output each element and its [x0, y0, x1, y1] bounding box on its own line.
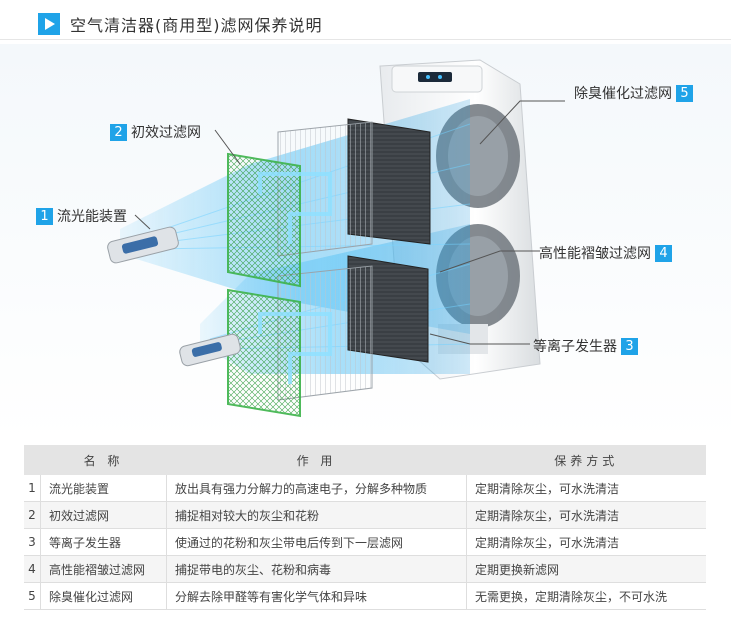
callout-number: 2: [110, 124, 127, 141]
row-function: 放出具有强力分解力的高速电子，分解多种物质: [167, 475, 467, 502]
callout-4: 高性能褶皱过滤网 4: [535, 243, 672, 263]
row-number: 5: [24, 583, 41, 610]
row-function: 捕捉相对较大的灰尘和花粉: [167, 502, 467, 529]
row-function: 使通过的花粉和灰尘带电后传到下一层滤网: [167, 529, 467, 556]
column-header: [24, 445, 41, 475]
callout-label: 除臭催化过滤网: [574, 83, 672, 103]
row-name: 高性能褶皱过滤网: [41, 556, 167, 583]
column-header-care: 保养方式: [467, 445, 707, 475]
callout-label: 等离子发生器: [533, 336, 617, 356]
callout-label: 流光能装置: [57, 206, 127, 226]
row-care: 定期清除灰尘，可水洗清洁: [467, 529, 707, 556]
callout-number: 1: [36, 208, 53, 225]
callout-label: 高性能褶皱过滤网: [539, 243, 651, 263]
row-name: 除臭催化过滤网: [41, 583, 167, 610]
table-header-row: 名 称 作 用 保养方式: [24, 445, 706, 475]
callout-number: 5: [676, 85, 693, 102]
table-row: 2 初效过滤网 捕捉相对较大的灰尘和花粉 定期清除灰尘，可水洗清洁: [24, 502, 706, 529]
header-divider: [0, 39, 731, 40]
page-title: 空气清洁器(商用型)滤网保养说明: [70, 12, 323, 36]
row-name: 流光能装置: [41, 475, 167, 502]
table-row: 3 等离子发生器 使通过的花粉和灰尘带电后传到下一层滤网 定期清除灰尘，可水洗清…: [24, 529, 706, 556]
table-row: 5 除臭催化过滤网 分解去除甲醛等有害化学气体和异味 无需更换，定期清除灰尘，不…: [24, 583, 706, 610]
page-header: 空气清洁器(商用型)滤网保养说明: [0, 0, 731, 44]
table-row: 4 高性能褶皱过滤网 捕捉带电的灰尘、花粉和病毒 定期更换新滤网: [24, 556, 706, 583]
row-name: 初效过滤网: [41, 502, 167, 529]
callout-1: 1 流光能装置: [36, 206, 131, 226]
column-header-function: 作 用: [167, 445, 467, 475]
table-row: 1 流光能装置 放出具有强力分解力的高速电子，分解多种物质 定期清除灰尘，可水洗…: [24, 475, 706, 502]
column-header-name: 名 称: [41, 445, 167, 475]
row-care: 定期清除灰尘，可水洗清洁: [467, 475, 707, 502]
callout-number: 3: [621, 338, 638, 355]
callout-5: 除臭催化过滤网 5: [570, 83, 693, 103]
row-number: 3: [24, 529, 41, 556]
row-number: 1: [24, 475, 41, 502]
row-care: 定期清除灰尘，可水洗清洁: [467, 502, 707, 529]
row-care: 无需更换，定期清除灰尘，不可水洗: [467, 583, 707, 610]
row-name: 等离子发生器: [41, 529, 167, 556]
callout-label: 初效过滤网: [131, 122, 201, 142]
row-care: 定期更换新滤网: [467, 556, 707, 583]
row-function: 分解去除甲醛等有害化学气体和异味: [167, 583, 467, 610]
callout-3: 等离子发生器 3: [529, 336, 638, 356]
play-icon: [38, 13, 60, 35]
callout-2: 2 初效过滤网: [110, 122, 205, 142]
callout-number: 4: [655, 245, 672, 262]
row-number: 4: [24, 556, 41, 583]
row-number: 2: [24, 502, 41, 529]
maintenance-table: 名 称 作 用 保养方式 1 流光能装置 放出具有强力分解力的高速电子，分解多种…: [24, 445, 706, 610]
row-function: 捕捉带电的灰尘、花粉和病毒: [167, 556, 467, 583]
air-purifier-illustration: 1 流光能装置 2 初效过滤网 等离子发生器 3 高性能褶皱过滤网 4 除臭催化…: [0, 44, 731, 442]
